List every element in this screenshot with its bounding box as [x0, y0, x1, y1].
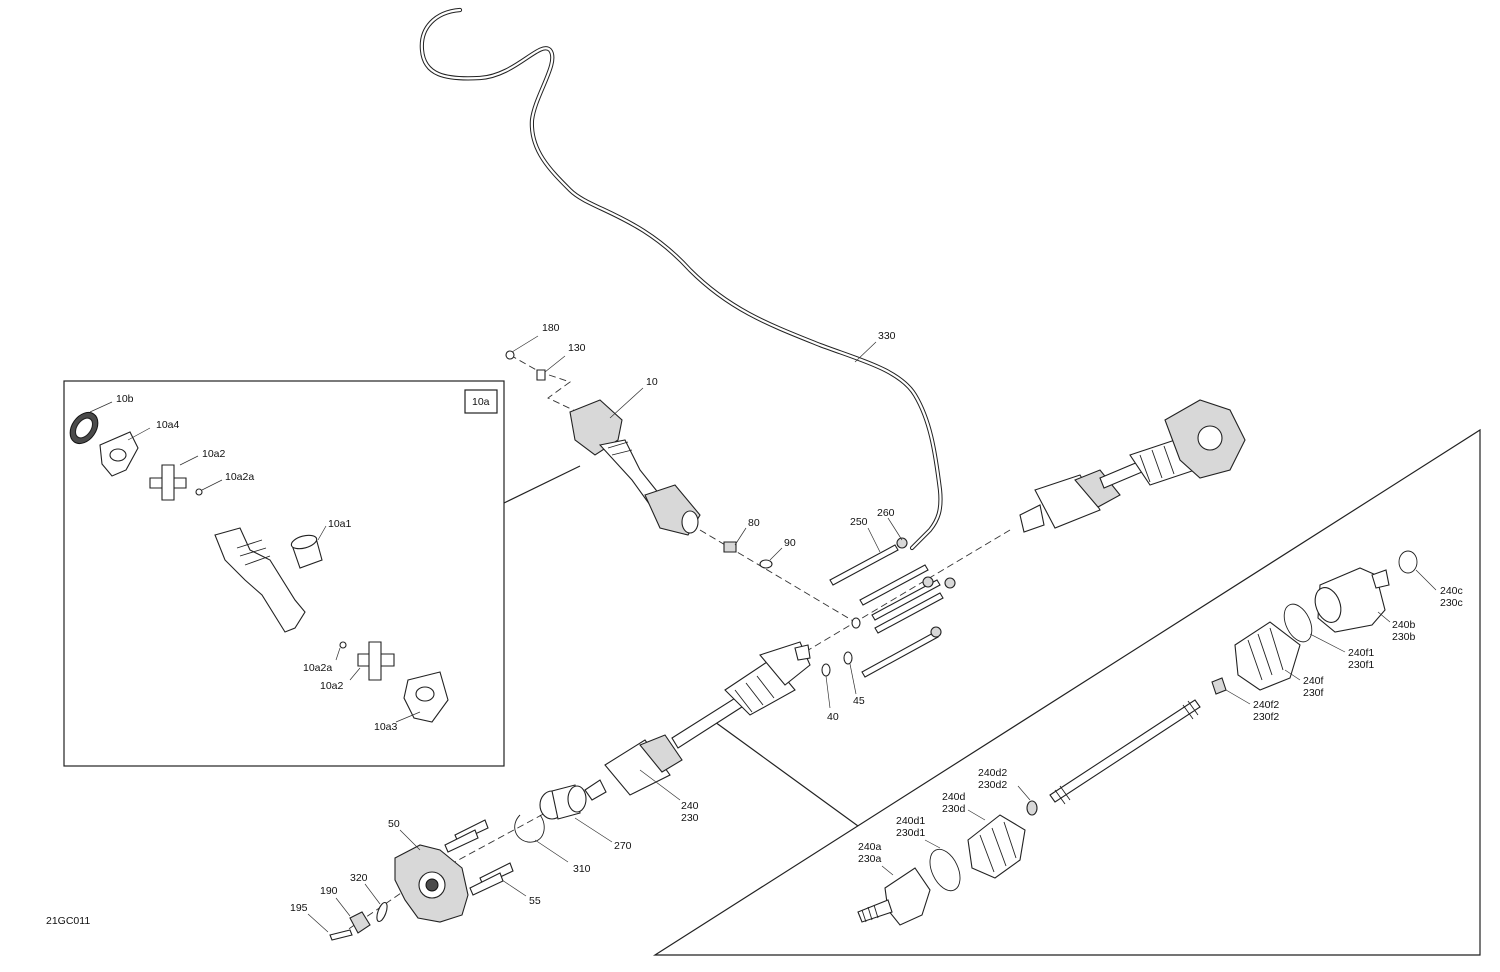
label-180: 180 — [542, 322, 560, 334]
label-55: 55 — [529, 895, 541, 907]
label-240b: 240b — [1392, 619, 1416, 631]
label-270: 270 — [614, 840, 632, 852]
vent-hose — [419, 7, 943, 551]
axle-detail-frame — [652, 428, 1481, 956]
inset-tag: 10a — [472, 396, 490, 408]
callout-labels: 10a 10b 10a4 10a2 10a2a 10a1 10a2a 10a2 … — [46, 322, 1463, 927]
label-90: 90 — [784, 537, 796, 549]
inset-parts — [69, 411, 449, 723]
label-230: 230 — [681, 812, 699, 824]
label-320: 320 — [350, 872, 368, 884]
label-240f1: 240f1 — [1348, 647, 1374, 659]
label-195: 195 — [290, 902, 308, 914]
label-240d2: 240d2 — [978, 767, 1007, 779]
label-230d2: 230d2 — [978, 779, 1007, 791]
axle-detail-parts — [857, 550, 1418, 926]
label-230d1: 230d1 — [896, 827, 925, 839]
label-80: 80 — [748, 517, 760, 529]
label-240a: 240a — [858, 841, 882, 853]
label-240d1: 240d1 — [896, 815, 925, 827]
label-10a2-top: 10a2 — [202, 448, 226, 460]
figure-id: 21GC011 — [46, 915, 90, 927]
lower-axle — [514, 641, 811, 843]
leader-lines — [89, 335, 1437, 933]
label-230c: 230c — [1440, 597, 1463, 609]
label-310: 310 — [573, 863, 591, 875]
label-10: 10 — [646, 376, 658, 388]
label-230f: 230f — [1303, 687, 1324, 699]
upper-axle — [1019, 399, 1246, 533]
label-240c: 240c — [1440, 585, 1463, 597]
drive-shaft — [505, 350, 701, 536]
label-40: 40 — [827, 711, 839, 723]
inset-frame — [63, 380, 581, 767]
label-330: 330 — [878, 330, 896, 342]
label-230f2: 230f2 — [1253, 711, 1279, 723]
hardware — [723, 537, 956, 678]
label-10b: 10b — [116, 393, 134, 405]
label-10a3: 10a3 — [374, 721, 398, 733]
label-230d: 230d — [942, 803, 966, 815]
label-50: 50 — [388, 818, 400, 830]
label-10a2a-top: 10a2a — [225, 471, 254, 483]
assembly-centerlines — [339, 354, 1011, 936]
label-45: 45 — [853, 695, 865, 707]
label-260: 260 — [877, 507, 895, 519]
label-10a1: 10a1 — [328, 518, 352, 530]
wheel-hub — [329, 819, 514, 941]
label-240f: 240f — [1303, 675, 1324, 687]
label-10a4: 10a4 — [156, 419, 180, 431]
label-190: 190 — [320, 885, 338, 897]
label-250: 250 — [850, 516, 868, 528]
label-10a2a-bottom: 10a2a — [303, 662, 332, 674]
label-240f2: 240f2 — [1253, 699, 1279, 711]
label-240d: 240d — [942, 791, 966, 803]
label-230a: 230a — [858, 853, 882, 865]
label-230b: 230b — [1392, 631, 1416, 643]
label-230f1: 230f1 — [1348, 659, 1374, 671]
label-240: 240 — [681, 800, 699, 812]
label-10a2-bottom: 10a2 — [320, 680, 344, 692]
label-130: 130 — [568, 342, 586, 354]
